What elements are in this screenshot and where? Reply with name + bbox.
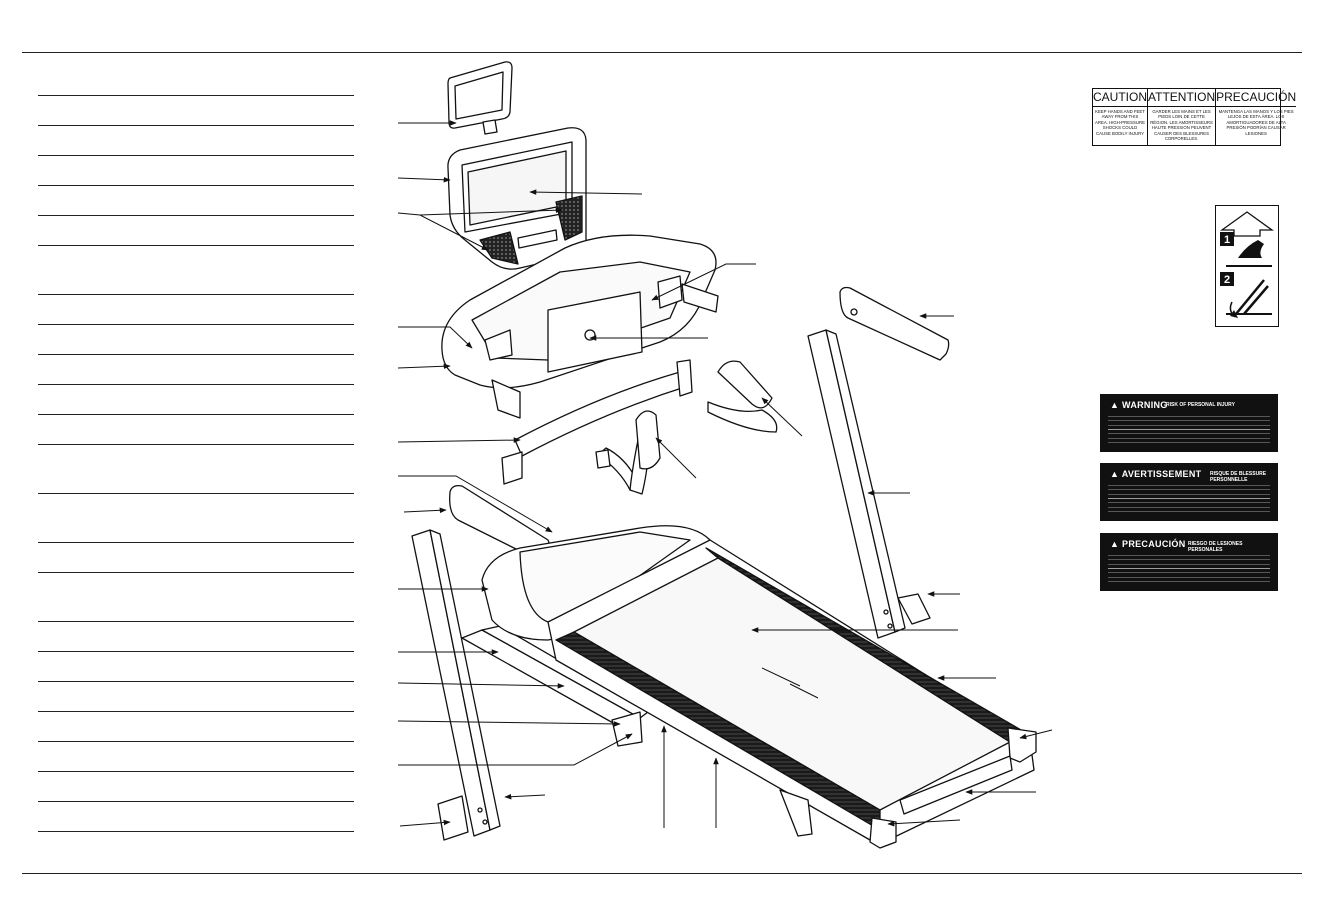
list-row [38, 494, 354, 543]
frame-rail [461, 625, 649, 747]
warning-title: ▲ PRECAUCIÓN [1110, 539, 1186, 549]
console-base [441, 234, 719, 419]
warning-subtitle: RISK OF PERSONAL INJURY [1166, 402, 1235, 408]
console-display [447, 127, 587, 270]
list-row [38, 573, 354, 622]
warning-decal-es: ▲ PRECAUCIÓN RIESGO DE LESIONES PERSONAL… [1100, 533, 1278, 591]
list-row [38, 216, 354, 246]
caution-label: CAUTION KEEP HANDS AND FEET AWAY FROM TH… [1092, 88, 1297, 146]
caution-text: MANTENGA LAS MANOS Y LOS PIES LEJOS DE E… [1218, 109, 1294, 136]
list-row [38, 295, 354, 325]
upright-right [807, 329, 906, 639]
foot-bracket-right [897, 593, 931, 625]
list-row [38, 385, 354, 415]
list-row [38, 802, 354, 832]
running-deck [547, 539, 1037, 849]
warning-title: ▲ AVERTISSEMENT [1110, 469, 1202, 479]
foot-bracket-left [437, 795, 469, 841]
warning-title: ▲ WARNING [1110, 400, 1168, 410]
warning-title-text: PRECAUCIÓN [1122, 539, 1186, 549]
warning-title-text: WARNING [1122, 400, 1168, 410]
list-row [38, 543, 354, 573]
caution-heading: CAUTION [1093, 89, 1147, 107]
crossbar [501, 359, 693, 485]
caution-text: GARDER LES MAINS ET LES PIEDS LOIN DE CE… [1150, 109, 1213, 142]
warning-subtitle: RIESGO DE LESIONES PERSONALES [1188, 541, 1243, 553]
list-row [38, 712, 354, 742]
bottom-rule [22, 873, 1302, 874]
warning-title-text: AVERTISSEMENT [1121, 469, 1202, 479]
handlebar-left [595, 410, 661, 495]
fold-instruction-decal: 1 2 [1215, 205, 1279, 327]
warning-fine-print [1108, 483, 1270, 513]
caution-heading: PRECAUCIÓN [1216, 89, 1297, 107]
list-row [38, 415, 354, 445]
warning-fine-print [1108, 414, 1270, 444]
parts-list-table [38, 66, 354, 832]
list-row [38, 325, 354, 355]
list-row [38, 126, 354, 156]
list-row [38, 652, 354, 682]
list-row [38, 772, 354, 802]
list-row [38, 682, 354, 712]
caution-text: KEEP HANDS AND FEET AWAY FROM THIS AREA.… [1095, 109, 1145, 136]
handlebar-right [707, 360, 778, 433]
list-row [38, 156, 354, 186]
upright-cover-right [839, 286, 950, 361]
caution-col-es: PRECAUCIÓN MANTENGA LAS MANOS Y LOS PIES… [1216, 89, 1297, 145]
warning-decal-en: ▲ WARNING RISK OF PERSONAL INJURY [1100, 394, 1278, 452]
upright-left [411, 529, 501, 837]
caution-col-en: CAUTION KEEP HANDS AND FEET AWAY FROM TH… [1093, 89, 1148, 145]
list-row [38, 66, 354, 96]
caution-col-fr: ATTENTION GARDER LES MAINS ET LES PIEDS … [1148, 89, 1217, 145]
list-row [38, 246, 354, 295]
tablet-holder [447, 61, 513, 135]
warning-fine-print [1108, 553, 1270, 583]
top-rule [22, 52, 1302, 53]
motor-hood [481, 525, 727, 641]
list-row [38, 742, 354, 772]
list-row [38, 622, 354, 652]
fold-steps-graphic: 1 2 [1219, 211, 1275, 318]
callout-arrows [397, 120, 1053, 828]
caution-heading: ATTENTION [1148, 89, 1216, 107]
list-row [38, 445, 354, 494]
step-1-number: 1 [1224, 234, 1230, 246]
list-row [38, 96, 354, 126]
step-2-number: 2 [1224, 274, 1230, 286]
list-row [38, 186, 354, 216]
warning-decal-fr: ▲ AVERTISSEMENT RISQUE DE BLESSURE PERSO… [1100, 463, 1278, 521]
warning-subtitle: RISQUE DE BLESSURE PERSONNELLE [1210, 471, 1267, 483]
list-row [38, 355, 354, 385]
